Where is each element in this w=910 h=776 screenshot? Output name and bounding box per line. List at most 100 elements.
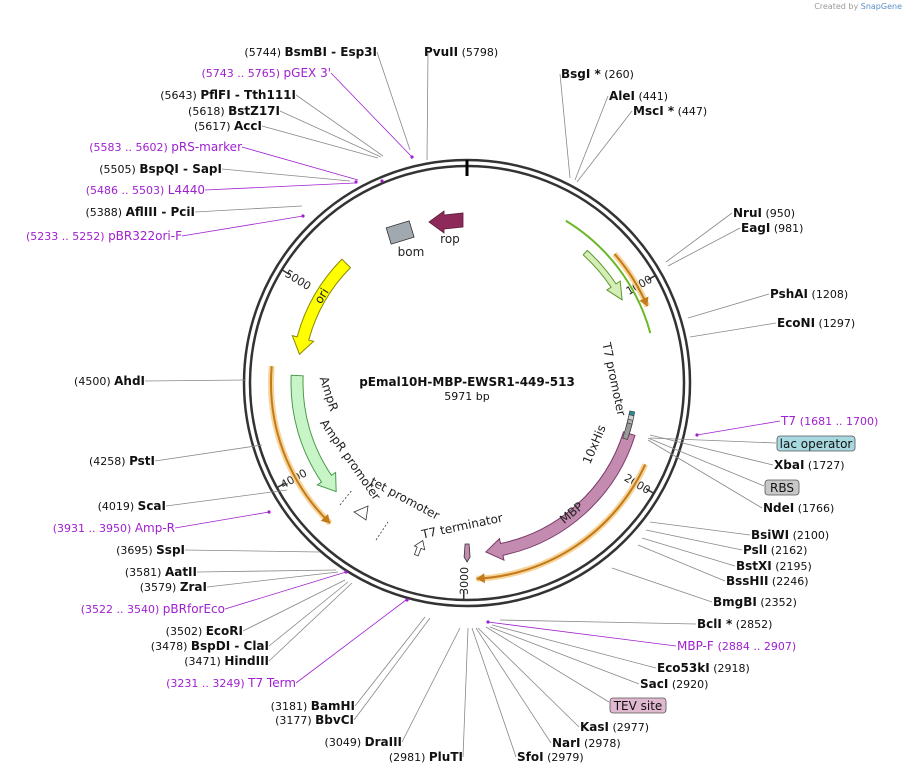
svg-text:BmgBI (2352): BmgBI (2352): [713, 595, 797, 609]
credit-brand: SnapGene: [860, 2, 902, 11]
site-saci: SacI (2920): [489, 626, 708, 691]
feature-ori: [291, 258, 352, 356]
primer-mark: [301, 214, 305, 218]
feature-t7-promoter-band: [582, 249, 623, 301]
boxed-label-tev-site: TEV site: [609, 697, 667, 714]
site-pluti: (2981) PluTI: [389, 627, 469, 764]
svg-text:PshAI (1208): PshAI (1208): [770, 287, 848, 301]
site-draiii: (3049) DraIII: [325, 627, 461, 749]
site-ndei: NdeI (1766): [647, 439, 834, 515]
svg-text:PslI (2162): PslI (2162): [743, 543, 807, 557]
lac-operator-leader: [649, 437, 777, 444]
site-bbvci: (3177) BbvCI: [275, 617, 431, 727]
primer-mark: [695, 433, 699, 437]
feature-orange-arc-1: [612, 252, 651, 308]
svg-text:(4500) AhdI: (4500) AhdI: [74, 374, 145, 388]
feature-label-ampr: AmpR: [317, 375, 341, 413]
svg-text:(5583 .. 5602) pRS-marker: (5583 .. 5602) pRS-marker: [89, 140, 242, 154]
svg-text:PvuII (5798): PvuII (5798): [424, 45, 498, 59]
site-nari: NarI (2978): [475, 627, 621, 750]
primer-l4440: (5486 .. 5503) L4440: [86, 182, 356, 197]
site-aatii: (3581) AatII: [125, 565, 337, 579]
svg-text:SfoI (2979): SfoI (2979): [517, 750, 584, 764]
svg-text:EcoNI (1297): EcoNI (1297): [777, 316, 855, 330]
site-sfoi: SfoI (2979): [471, 627, 584, 764]
tick-label: 5000: [283, 267, 314, 293]
svg-text:(3181) BamHI: (3181) BamHI: [271, 699, 355, 713]
feature-label-t7-promoter: T7 promoter: [599, 340, 628, 417]
primer-mark: [344, 570, 348, 574]
svg-text:AleI (441): AleI (441): [609, 89, 668, 103]
feature-bom: [385, 220, 415, 245]
credit-prefix: Created by: [814, 2, 859, 11]
site-bsshii: BssHII (2246): [637, 544, 808, 588]
site-hindiii: (3471) HindIII: [184, 582, 353, 668]
site-bamhi: (3181) BamHI: [271, 616, 426, 713]
site-bstz17i: (5618) BstZ17I: [188, 104, 382, 158]
site-psli: PslI (2162): [645, 529, 807, 557]
boxed-label-rbs: RBS: [764, 479, 800, 496]
svg-text:NruI (950): NruI (950): [733, 206, 795, 220]
primer-mark: [380, 179, 384, 183]
site-bmgbi: BmgBI (2352): [611, 567, 797, 609]
site-pshai: PshAI (1208): [687, 287, 848, 319]
site-scai: (4019) ScaI: [98, 489, 288, 513]
primer-t7: T7 (1681 .. 1700): [696, 414, 878, 436]
svg-text:(5617) AccI: (5617) AccI: [194, 119, 262, 133]
site-alei: AleI (441): [574, 89, 668, 181]
site-bcli: BclI * (2852): [499, 617, 772, 631]
boxed-label-lac-operator: lac operator: [776, 435, 856, 452]
site-bsiwi: BsiWI (2100): [649, 521, 829, 542]
svg-text:MscI * (447): MscI * (447): [633, 104, 707, 118]
svg-text:(3931 .. 3950) Amp-R: (3931 .. 3950) Amp-R: [53, 521, 175, 535]
primer-mark: [354, 180, 358, 184]
svg-text:BsgI * (260): BsgI * (260): [561, 67, 634, 81]
site-msci: MscI * (447): [576, 104, 707, 183]
site-eco53ki: Eco53kI (2918): [491, 624, 750, 675]
svg-text:(3522 .. 3540) pBRforEco: (3522 .. 3540) pBRforEco: [81, 602, 225, 616]
svg-text:SacI (2920): SacI (2920): [640, 677, 708, 691]
svg-text:(3478) BspDI - ClaI: (3478) BspDI - ClaI: [151, 639, 269, 653]
site-pvuii: PvuII (5798): [424, 45, 498, 161]
feature-tet-dash: [375, 521, 389, 541]
rbs-leader: [647, 437, 765, 487]
svg-text:(2981) PluTI: (2981) PluTI: [389, 750, 463, 764]
site-kasi: KasI (2977): [477, 627, 649, 734]
svg-text:lac operator: lac operator: [780, 437, 853, 451]
tick-mark: [647, 274, 656, 281]
svg-text:(3231 .. 3249) T7 Term: (3231 .. 3249) T7 Term: [166, 676, 296, 690]
feature-tet-promoter-arrow: [413, 539, 426, 557]
feature-ampr-dash: [339, 489, 353, 506]
his-tag-box: [622, 422, 633, 440]
svg-text:NdeI (1766): NdeI (1766): [763, 501, 834, 515]
site-sspi: (3695) SspI: [116, 543, 321, 557]
site-ahdi: (4500) AhdI: [74, 374, 247, 388]
primer-amp-r: (3931 .. 3950) Amp-R: [53, 511, 270, 535]
feature-rop: [428, 210, 464, 234]
site-ecori: (3502) EcoRI: [166, 579, 346, 638]
svg-text:XbaI (1727): XbaI (1727): [774, 458, 844, 472]
svg-text:(4019) ScaI: (4019) ScaI: [98, 499, 166, 513]
primer-mark: [267, 510, 271, 514]
feature-t7-promoter-arc: [565, 219, 652, 334]
site-bspdi: (3478) BspDI - ClaI: [151, 581, 349, 653]
site-bsgi: BsgI * (260): [559, 67, 634, 179]
svg-text:TEV site: TEV site: [613, 699, 663, 713]
svg-text:Eco53kI (2918): Eco53kI (2918): [657, 661, 750, 675]
feature-orange-arc-2: [476, 463, 649, 584]
site-eagi: EagI (981): [667, 221, 803, 267]
svg-text:(3502) EcoRI: (3502) EcoRI: [166, 624, 243, 638]
feature-label-10xhis: 10xHis: [580, 423, 609, 466]
primer-mark: [405, 598, 409, 602]
svg-text:(5486 .. 5503) L4440: (5486 .. 5503) L4440: [86, 183, 205, 197]
feature-label-bom: bom: [398, 245, 425, 259]
tick-mark: [281, 269, 290, 276]
svg-text:(3177) BbvCI: (3177) BbvCI: [275, 713, 354, 727]
svg-text:BsiWI (2100): BsiWI (2100): [751, 528, 829, 542]
feature-label-tet-promoter: tet promoter: [368, 474, 442, 522]
tev-leader: [485, 626, 610, 703]
site-acci: (5617) AccI: [194, 119, 379, 159]
feature-orange-arc-3: [268, 365, 333, 526]
svg-text:(5743 .. 5765) pGEX 3': (5743 .. 5765) pGEX 3': [201, 66, 331, 80]
